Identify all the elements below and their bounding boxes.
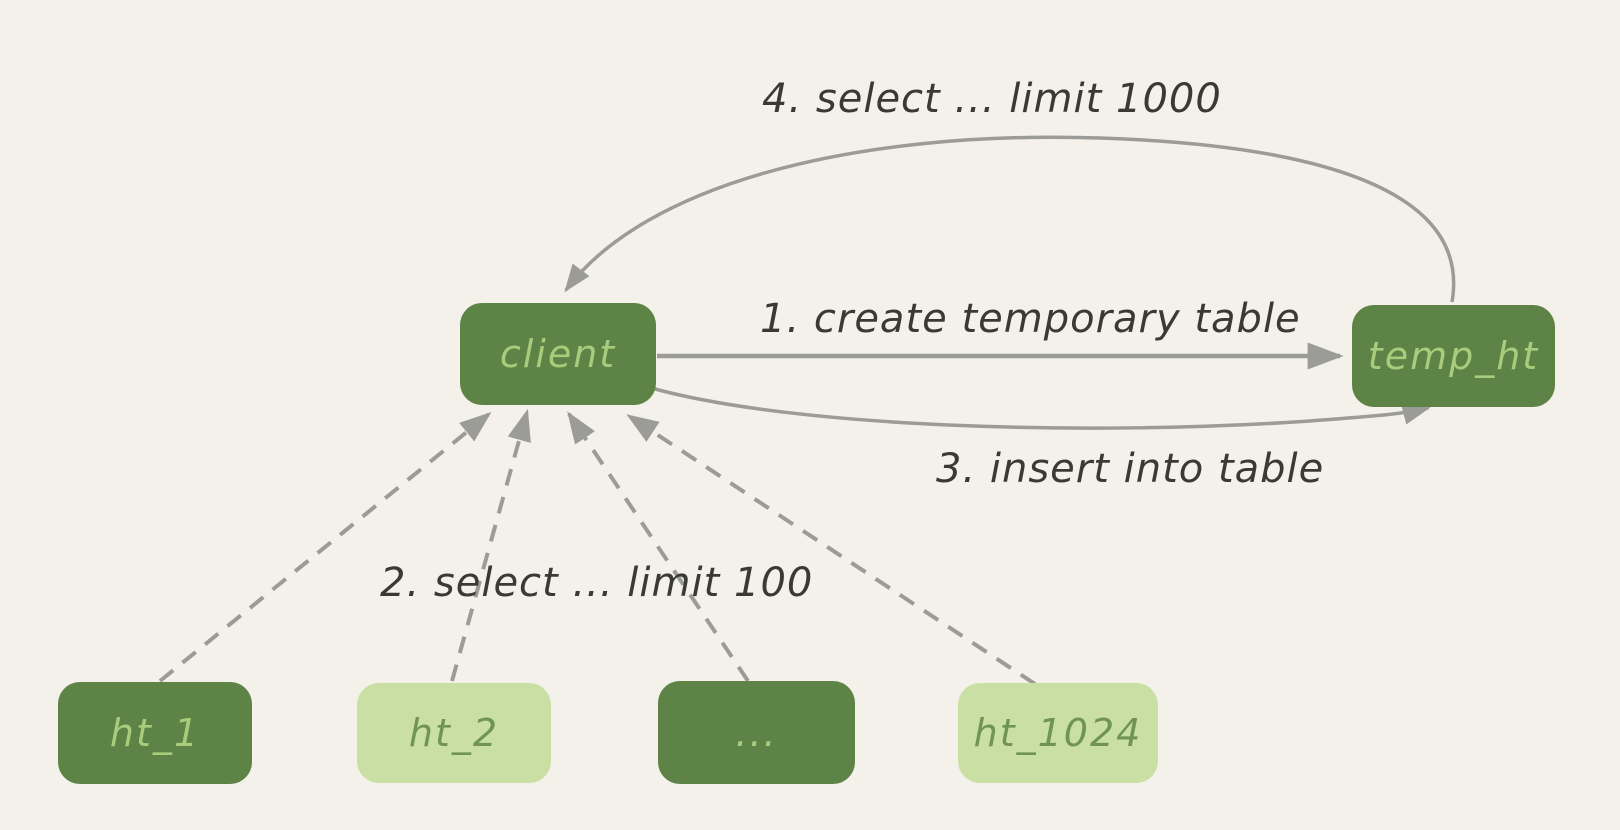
node-temp-ht-label: temp_ht (1367, 334, 1540, 378)
node-ht-ellipsis-label: ... (735, 710, 778, 755)
node-temp-ht: temp_ht (1352, 305, 1555, 407)
label-step2: 2. select ... limit 100 (380, 560, 814, 606)
node-client: client (460, 303, 656, 405)
label-step4: 4. select ... limit 1000 (762, 76, 1222, 122)
label-step1: 1. create temporary table (760, 296, 1301, 342)
arrow-select-ht-1024 (626, 414, 1037, 686)
arrow-select-ht-ellipsis (567, 411, 750, 683)
node-client-label: client (499, 332, 617, 376)
node-ht-1-label: ht_1 (109, 711, 201, 755)
label-step3: 3. insert into table (936, 446, 1325, 492)
arrow-insert-into-table (654, 387, 1431, 430)
node-ht-1024: ht_1024 (958, 683, 1158, 783)
arrow-select-ht-2 (450, 408, 531, 682)
arrow-select-ht-1 (158, 411, 492, 683)
node-ht-1: ht_1 (58, 682, 252, 784)
node-ht-ellipsis: ... (658, 681, 855, 784)
node-ht-2: ht_2 (357, 683, 551, 783)
node-ht-1024-label: ht_1024 (973, 711, 1143, 755)
node-ht-2-label: ht_2 (408, 711, 500, 755)
arrow-select-limit-1000 (564, 135, 1456, 303)
